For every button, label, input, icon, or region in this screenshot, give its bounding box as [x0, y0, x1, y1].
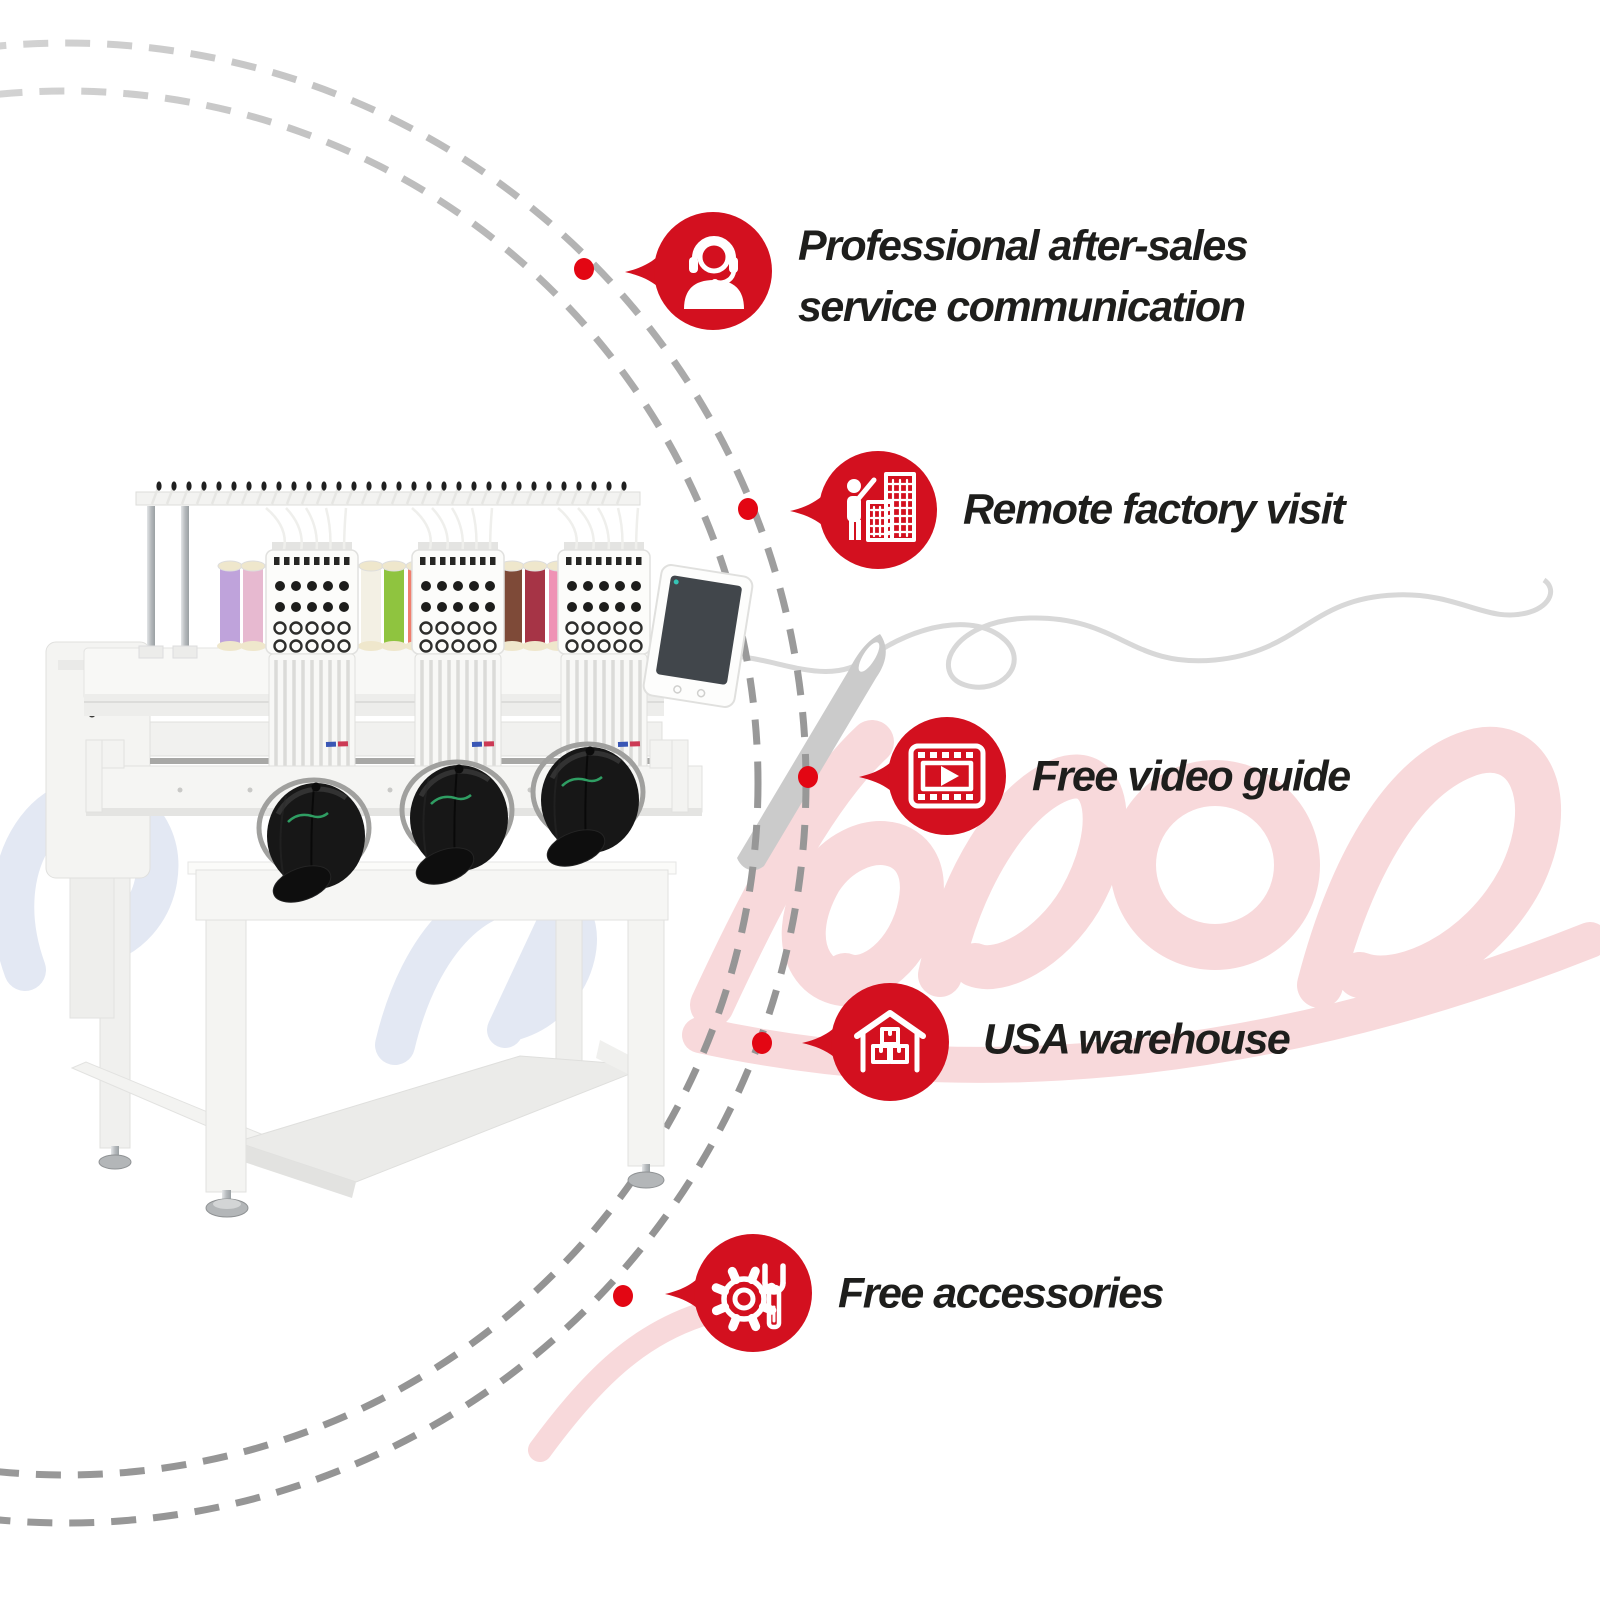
factory-visit-icon: [847, 472, 916, 542]
machine-head: [265, 507, 359, 783]
feature-label: Free video guide: [1032, 747, 1351, 808]
thread-rack: [135, 481, 641, 659]
black-cap: [256, 777, 372, 903]
feature-badge: [625, 212, 772, 330]
needle-thread-watermark: [686, 577, 1554, 871]
connector-dot: [752, 1032, 772, 1054]
gear-wrench-icon: [711, 1263, 786, 1332]
black-cap: [530, 741, 646, 867]
feature-label-line: Remote factory visit: [963, 485, 1346, 534]
video-guide-icon: [908, 743, 986, 809]
connector-dot: [798, 766, 818, 788]
feature-badge: [859, 717, 1006, 835]
touchscreen: [656, 575, 742, 685]
embroidery-stitch: [430, 794, 472, 805]
brand-mark: [325, 741, 349, 747]
brand-mark: [617, 741, 641, 747]
feature-label: Free accessories: [838, 1264, 1165, 1325]
connector-dot: [613, 1285, 633, 1307]
connector-dot: [738, 498, 758, 520]
brand-mark: [471, 741, 495, 747]
feature-label-line: Free accessories: [838, 1269, 1165, 1318]
feature-badges: [625, 212, 1006, 1352]
adjustable-feet: [98, 1146, 665, 1218]
feature-label-line: service communication: [798, 283, 1246, 331]
feature-badge: [790, 451, 937, 569]
feature-badge: [665, 1234, 812, 1352]
machine-head: [557, 507, 651, 783]
cap-frames: [256, 741, 646, 903]
headset-support-icon: [684, 236, 744, 309]
machine-heads: [265, 507, 651, 783]
black-cap: [399, 759, 515, 885]
embroidery-stitch: [287, 812, 329, 823]
machine-head: [411, 507, 505, 783]
connector-dot: [574, 258, 594, 280]
feature-label-line: USA warehouse: [983, 1015, 1291, 1064]
feature-label-line: Professional after-sales: [798, 222, 1249, 270]
feature-label: Professional after-sales service communi…: [798, 216, 1249, 338]
embroidery-machine-illustration: [45, 481, 754, 1218]
guide-rod: [150, 758, 662, 764]
machine-stand: [70, 855, 677, 1218]
connector-dots: [574, 258, 818, 1307]
feature-label-line: Free video guide: [1032, 752, 1351, 801]
warehouse-icon: [854, 1010, 926, 1073]
script-watermark-pink: [528, 720, 1600, 1462]
embroidery-stitch: [561, 776, 603, 787]
feature-label: USA warehouse: [983, 1010, 1291, 1071]
thread-guide-pins: [150, 481, 627, 505]
feature-badge: [802, 983, 949, 1101]
needle-icon: [737, 634, 886, 871]
feature-label: Remote factory visit: [963, 480, 1346, 541]
control-panel: [642, 564, 754, 708]
